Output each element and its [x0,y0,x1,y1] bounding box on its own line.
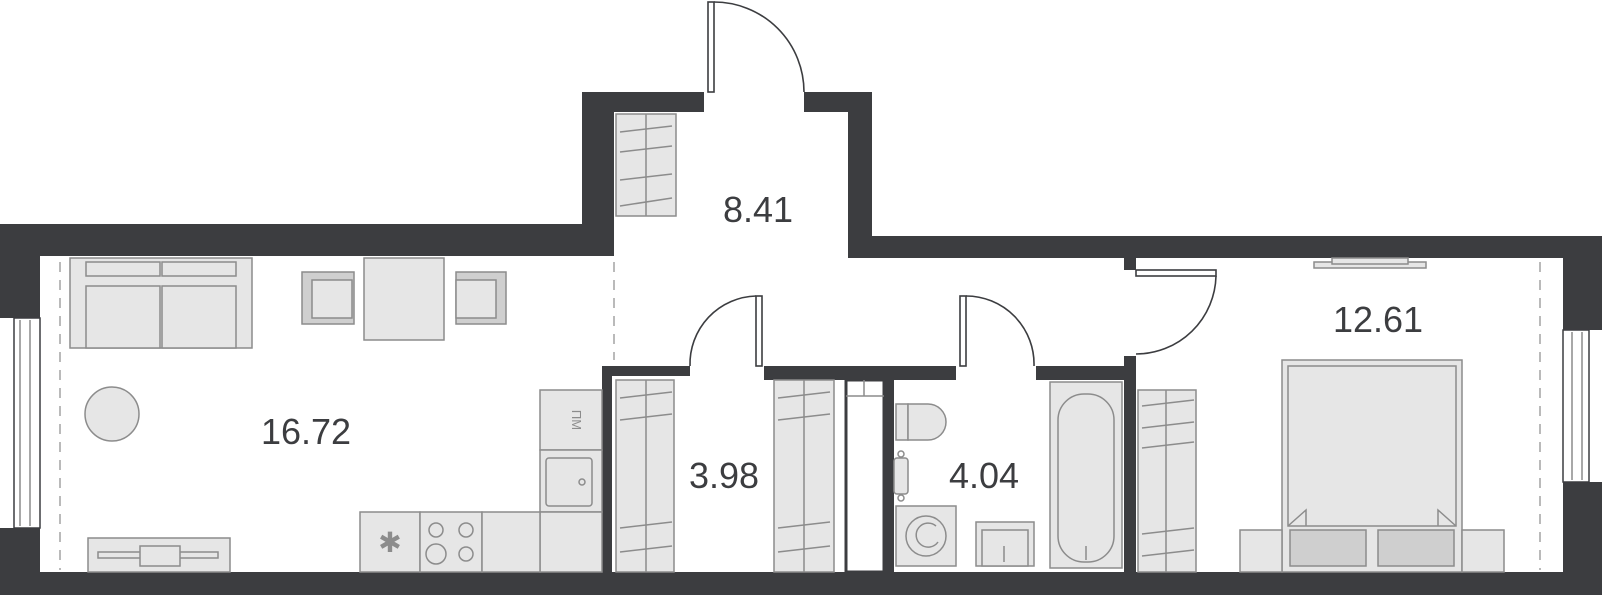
svg-text:✱: ✱ [378,526,401,559]
wall-bottom [0,572,1602,595]
bathroom-right-door [959,295,1035,367]
kitchen-sink [539,449,603,513]
tv-stand [87,537,231,573]
living-kitchen-furniture: ПМ ✱ [69,257,603,573]
bathroom-left-door [689,295,763,367]
bedroom-wardrobe [1137,389,1197,573]
dishwasher-label: ПМ [569,410,584,430]
double-bed [1281,359,1463,573]
washbasin [975,521,1035,567]
bathroom-left-storage [615,379,835,573]
hallway-wardrobe [615,113,677,217]
wall-bath2-top-right [1036,366,1132,380]
window-left [13,317,41,529]
kitchen-cabinet-bottom [539,511,603,573]
wall-hall-top-left [582,92,704,112]
wall-top-right [852,236,1602,258]
wall-shaft-right [884,366,894,572]
entrance-door [707,1,805,93]
area-label-living-kitchen: 16.72 [261,411,351,452]
windows [13,317,1590,529]
area-labels: 16.72 8.41 3.98 4.04 12.61 [261,189,1423,496]
bathroom-right-fixtures [893,381,1123,569]
kitchen-cabinet-top [539,389,603,451]
round-table [84,386,140,442]
stove [419,511,483,573]
utility-shaft [844,378,886,574]
wall-bedroom-door-jamb [1124,258,1136,270]
wall-bath-mid-top [764,366,956,380]
wall-outer-right-top [1563,236,1602,330]
area-label-bathroom-left: 3.98 [689,455,759,496]
wall-hall-left [582,92,614,256]
wall-top-left [0,224,608,256]
wall-bath1-top-left [602,366,690,376]
wall-bedroom-left [1124,356,1136,572]
nightstand-left [1239,529,1283,573]
wall-outer-left-top [0,224,40,318]
area-label-bathroom-right: 4.04 [949,455,1019,496]
bathtub [1049,381,1123,569]
towel-rail [893,450,909,502]
walls [0,92,1602,595]
kitchen-counter [481,511,541,573]
bedroom-door [1135,269,1217,355]
toilet [895,403,947,441]
dining-table [363,257,445,341]
nightstand-right [1461,529,1505,573]
fridge: ✱ [359,511,421,573]
area-label-hallway: 8.41 [723,189,793,230]
window-right [1562,329,1590,483]
sofa [69,257,253,349]
wall-tv [1313,257,1427,269]
zone-dash-lines [59,262,1541,570]
washing-machine [895,505,957,567]
doors [689,1,1217,367]
wall-hall-right [848,92,872,258]
wall-bath1-left [602,366,612,572]
bedroom-furniture [1137,257,1505,573]
area-label-bedroom: 12.61 [1333,299,1423,340]
